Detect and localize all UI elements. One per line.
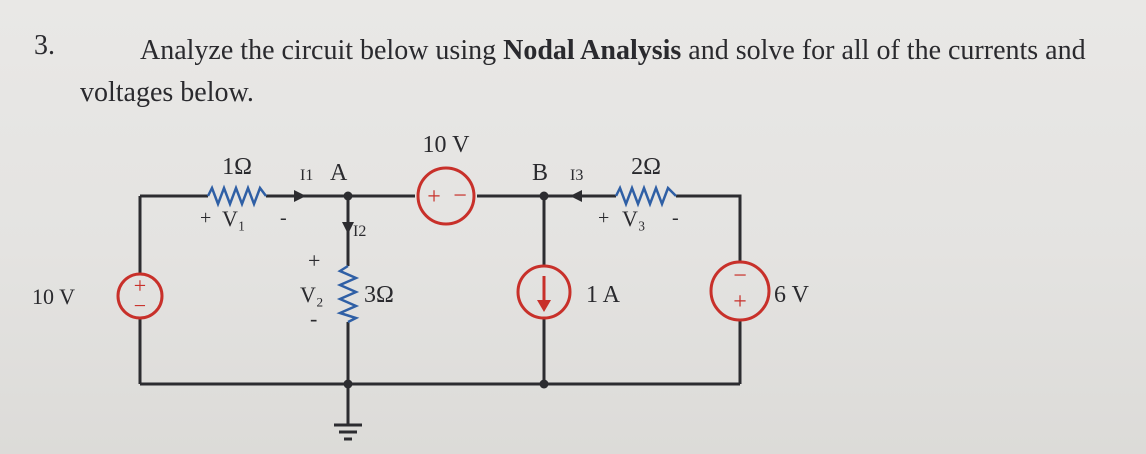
- current-i3-label: I3: [570, 167, 583, 184]
- voltage-source-left: [116, 272, 164, 320]
- voltage-source-left-plus: +: [134, 273, 146, 298]
- current-source-label: 1 A: [586, 282, 621, 308]
- voltage-source-right-minus: −: [733, 263, 747, 289]
- ground-icon: [334, 423, 362, 441]
- resistor-r3: [336, 264, 360, 324]
- current-source: [516, 264, 572, 320]
- resistor-r2: [614, 184, 677, 208]
- r2-v-minus: -: [672, 207, 679, 229]
- r3-v-plus: +: [308, 248, 320, 273]
- voltage-source-right: [709, 260, 771, 322]
- current-arrow-i1: [294, 190, 306, 202]
- question-text: Analyze the circuit below using Nodal An…: [80, 30, 1120, 114]
- r2-value: 2Ω: [631, 154, 661, 180]
- wire-top-4: [676, 194, 742, 262]
- voltage-source-top: [416, 166, 476, 226]
- voltage-source-top-minus: −: [453, 183, 467, 209]
- junction-dot: [343, 379, 353, 389]
- current-unit-label: A: [330, 160, 348, 186]
- voltage-source-top-plus: +: [427, 184, 441, 210]
- question-text-after: and solve for all of the currents and vo…: [80, 35, 1086, 108]
- voltage-source-right-label: 6 V: [774, 282, 810, 308]
- r1-v-minus: -: [280, 207, 287, 229]
- r1-voltage-label: V₁: [222, 206, 246, 231]
- current-i1-label: I1: [300, 167, 313, 184]
- r2-v-plus: +: [598, 207, 609, 229]
- question-number: 3.: [34, 30, 55, 61]
- r3-v-minus: -: [310, 306, 317, 331]
- junction-dot: [343, 191, 353, 201]
- voltage-source-top-label: 10 V: [423, 132, 471, 158]
- current-arrow-i2: [342, 222, 354, 234]
- current-i2-label: I2: [353, 223, 366, 240]
- r1-v-plus: +: [200, 207, 211, 229]
- r1-value: 1Ω: [222, 154, 252, 180]
- junction-dot: [539, 379, 549, 389]
- r2-voltage-label: V₃: [622, 206, 646, 231]
- node-b-label: B: [532, 160, 548, 186]
- question-text-before: Analyze the circuit below using: [140, 35, 504, 66]
- r3-voltage-label: V₂: [300, 282, 324, 307]
- resistor-r1: [206, 184, 267, 208]
- junction-dot: [539, 191, 549, 201]
- r3-value: 3Ω: [364, 282, 394, 308]
- voltage-source-left-label: 10 V: [32, 284, 75, 309]
- junction-dots: [343, 191, 549, 389]
- question-text-bold: Nodal Analysis: [503, 35, 682, 66]
- current-arrow-i3: [570, 190, 582, 202]
- voltage-source-left-minus: −: [134, 293, 146, 318]
- current-source-arrow-head: [537, 300, 551, 312]
- voltage-source-right-plus: +: [733, 289, 747, 315]
